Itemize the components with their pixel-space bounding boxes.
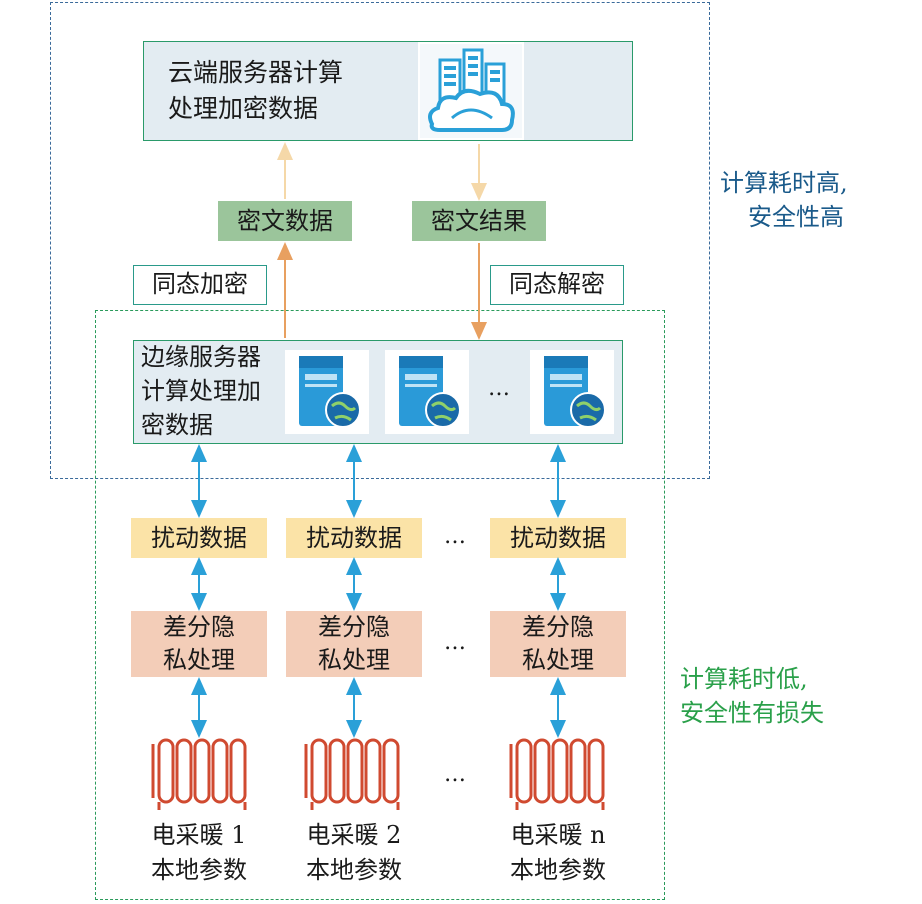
- heater-label-line1: 电采暖 2: [306, 821, 402, 849]
- note-edge-line2: 安全性有损失: [680, 699, 824, 727]
- perturbed-data-tag: 扰动数据: [286, 518, 422, 558]
- dp-line1: 差分隐: [522, 613, 594, 641]
- heater-label-line2: 本地参数: [510, 856, 606, 884]
- heater-label-line1: 电采暖 1: [151, 821, 247, 849]
- dp-ellipsis: …: [444, 630, 468, 655]
- heater-label-line2: 本地参数: [151, 856, 247, 884]
- differential-privacy-tag: 差分隐 私处理: [286, 611, 422, 677]
- homomorphic-decrypt-label: 同态解密: [490, 265, 624, 305]
- perturbed-ellipsis: …: [444, 524, 468, 549]
- cloud-label-line2: 处理加密数据: [168, 94, 319, 123]
- perturbed-data-tag: 扰动数据: [490, 518, 626, 558]
- cloud-server-label: 云端服务器计算 处理加密数据: [168, 55, 398, 127]
- heater-label: 电采暖 1 本地参数: [131, 818, 267, 888]
- radiator-icon: [145, 734, 255, 814]
- cloud-server-icon: [418, 42, 524, 140]
- cloud-region: [50, 2, 710, 479]
- dp-line1: 差分隐: [318, 613, 390, 641]
- perturbed-data-tag: 扰动数据: [131, 518, 267, 558]
- heater-ellipsis: …: [444, 762, 468, 787]
- heater-label-line1: 电采暖 n: [510, 821, 606, 849]
- cloud-label-line1: 云端服务器计算: [168, 58, 344, 87]
- edge-label-line2: 计算处理加: [141, 377, 261, 405]
- note-cloud-line1: 计算耗时高,: [720, 169, 848, 197]
- server-icon: [530, 350, 614, 434]
- note-edge-line1: 计算耗时低,: [680, 665, 808, 693]
- heater-label: 电采暖 2 本地参数: [286, 818, 422, 888]
- edge-server-label: 边缘服务器 计算处理加 密数据: [141, 340, 281, 442]
- radiator-icon: [503, 734, 613, 814]
- dp-line2: 私处理: [163, 646, 235, 674]
- homomorphic-encrypt-label: 同态加密: [133, 265, 267, 305]
- differential-privacy-tag: 差分隐 私处理: [131, 611, 267, 677]
- server-icon: [285, 350, 369, 434]
- server-icon: [385, 350, 469, 434]
- cloud-server-box: [143, 41, 633, 141]
- dp-line2: 私处理: [318, 646, 390, 674]
- heater-label: 电采暖 n 本地参数: [490, 818, 626, 888]
- edge-label-line3: 密数据: [141, 411, 213, 439]
- edge-label-line1: 边缘服务器: [141, 343, 261, 371]
- dp-line2: 私处理: [522, 646, 594, 674]
- edge-region: [95, 310, 665, 900]
- edge-ellipsis: …: [488, 376, 512, 401]
- cipher-result-tag: 密文结果: [412, 201, 546, 241]
- heater-label-line2: 本地参数: [306, 856, 402, 884]
- note-edge: 计算耗时低, 安全性有损失: [680, 662, 824, 730]
- radiator-icon: [298, 734, 408, 814]
- differential-privacy-tag: 差分隐 私处理: [490, 611, 626, 677]
- note-cloud: 计算耗时高, 安全性高: [720, 166, 848, 234]
- note-cloud-line2: 安全性高: [748, 203, 844, 231]
- dp-line1: 差分隐: [163, 613, 235, 641]
- cipher-data-tag: 密文数据: [218, 201, 352, 241]
